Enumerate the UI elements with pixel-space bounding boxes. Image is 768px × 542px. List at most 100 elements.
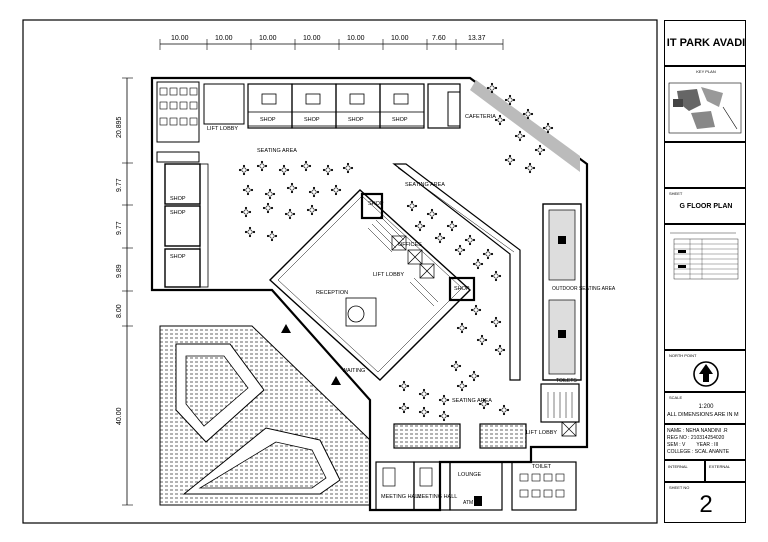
label-shop-left: SHOP: [170, 196, 186, 202]
chair: [342, 166, 346, 170]
chair: [498, 344, 502, 348]
north-label: NORTH POINT: [669, 353, 697, 358]
chair: [538, 144, 542, 148]
chair: [310, 204, 314, 208]
chair: [460, 388, 464, 392]
chair: [490, 82, 494, 86]
chair: [528, 170, 532, 174]
chair: [472, 378, 476, 382]
chair: [494, 270, 498, 274]
chair: [422, 414, 426, 418]
chair: [504, 98, 508, 102]
sheet-title-box: SHEET G FLOOR PLAN: [664, 188, 746, 224]
table-5: [345, 165, 351, 171]
chair: [484, 338, 488, 342]
chair: [472, 238, 476, 242]
legend-box: [664, 224, 746, 350]
table-47: [497, 117, 503, 123]
chair: [398, 406, 402, 410]
chair: [468, 242, 472, 246]
chair: [518, 138, 522, 142]
chair: [270, 238, 274, 242]
chair: [266, 234, 270, 238]
dim-left-4: 9.89: [116, 264, 123, 278]
dim-top-2: 10.00: [215, 35, 233, 42]
left-dimension-line: 20.895 9.77 9.77 9.89 8.00 40.00: [116, 77, 133, 506]
chair: [442, 402, 446, 406]
label-toilets: TOILETS: [556, 378, 577, 384]
chair: [542, 126, 546, 130]
project-name: IT PARK AVADI: [666, 37, 746, 49]
chair: [438, 398, 442, 402]
table-39: [421, 409, 427, 415]
chair: [410, 200, 414, 204]
chair: [350, 166, 354, 170]
chair: [246, 168, 250, 172]
table-46: [545, 125, 551, 131]
sheet-number-box: SHEET NO 2: [664, 482, 746, 523]
chair: [494, 316, 498, 320]
chair: [458, 244, 462, 248]
chair: [312, 194, 316, 198]
glazing-strip: [392, 163, 521, 381]
chair: [438, 240, 442, 244]
chair: [294, 186, 298, 190]
chair: [334, 192, 338, 196]
student-name: NAME : NEHA NANDINI .R: [667, 428, 728, 434]
chair: [430, 208, 434, 212]
chair: [476, 258, 480, 262]
dim-left-1: 20.895: [116, 116, 123, 138]
table-12: [265, 205, 271, 211]
chair: [330, 168, 334, 172]
chair: [446, 398, 450, 402]
chair: [308, 164, 312, 168]
chair: [490, 320, 494, 324]
chair: [418, 410, 422, 414]
label-lift-lobby-top: LIFT LOBBY: [207, 126, 238, 132]
chair: [308, 190, 312, 194]
chair: [306, 208, 310, 212]
chair: [514, 134, 518, 138]
chair: [526, 116, 530, 120]
chair: [282, 164, 286, 168]
chair: [490, 90, 494, 94]
chair: [346, 170, 350, 174]
chair: [256, 164, 260, 168]
chair: [418, 220, 422, 224]
chair: [508, 154, 512, 158]
table-49: [537, 147, 543, 153]
chair: [262, 206, 266, 210]
table-40: [441, 413, 447, 419]
svg-text:SHOP: SHOP: [348, 117, 364, 123]
chair: [442, 394, 446, 398]
legend-table: [670, 232, 739, 280]
reg-no: REG NO : 210314254020: [667, 435, 725, 441]
table-3: [303, 163, 309, 169]
chair: [506, 408, 510, 412]
chair: [486, 86, 490, 90]
north-point-box: NORTH POINT: [664, 350, 746, 392]
table-36: [421, 391, 427, 397]
label-shop-core: SHOP: [368, 201, 384, 207]
chair: [494, 118, 498, 122]
chair: [502, 118, 506, 122]
chair: [454, 248, 458, 252]
chair: [286, 168, 290, 172]
chair: [402, 388, 406, 392]
chair: [290, 182, 294, 186]
chair: [518, 130, 522, 134]
chair: [246, 184, 250, 188]
table-9: [311, 189, 317, 195]
chair: [494, 324, 498, 328]
table-34: [459, 383, 465, 389]
dim-left-5: 8.00: [116, 304, 123, 318]
chair: [530, 112, 534, 116]
chair: [498, 274, 502, 278]
internal-box: INTERNAL: [664, 460, 705, 482]
table-27: [473, 307, 479, 313]
table-10: [333, 187, 339, 193]
label-lift-lobby-right: LIFT LOBBY: [526, 430, 557, 436]
top-dimension-line: 10.00 10.00 10.00 10.00 10.00 10.00 7.60…: [159, 35, 504, 50]
table-25: [475, 261, 481, 267]
chair: [482, 406, 486, 410]
